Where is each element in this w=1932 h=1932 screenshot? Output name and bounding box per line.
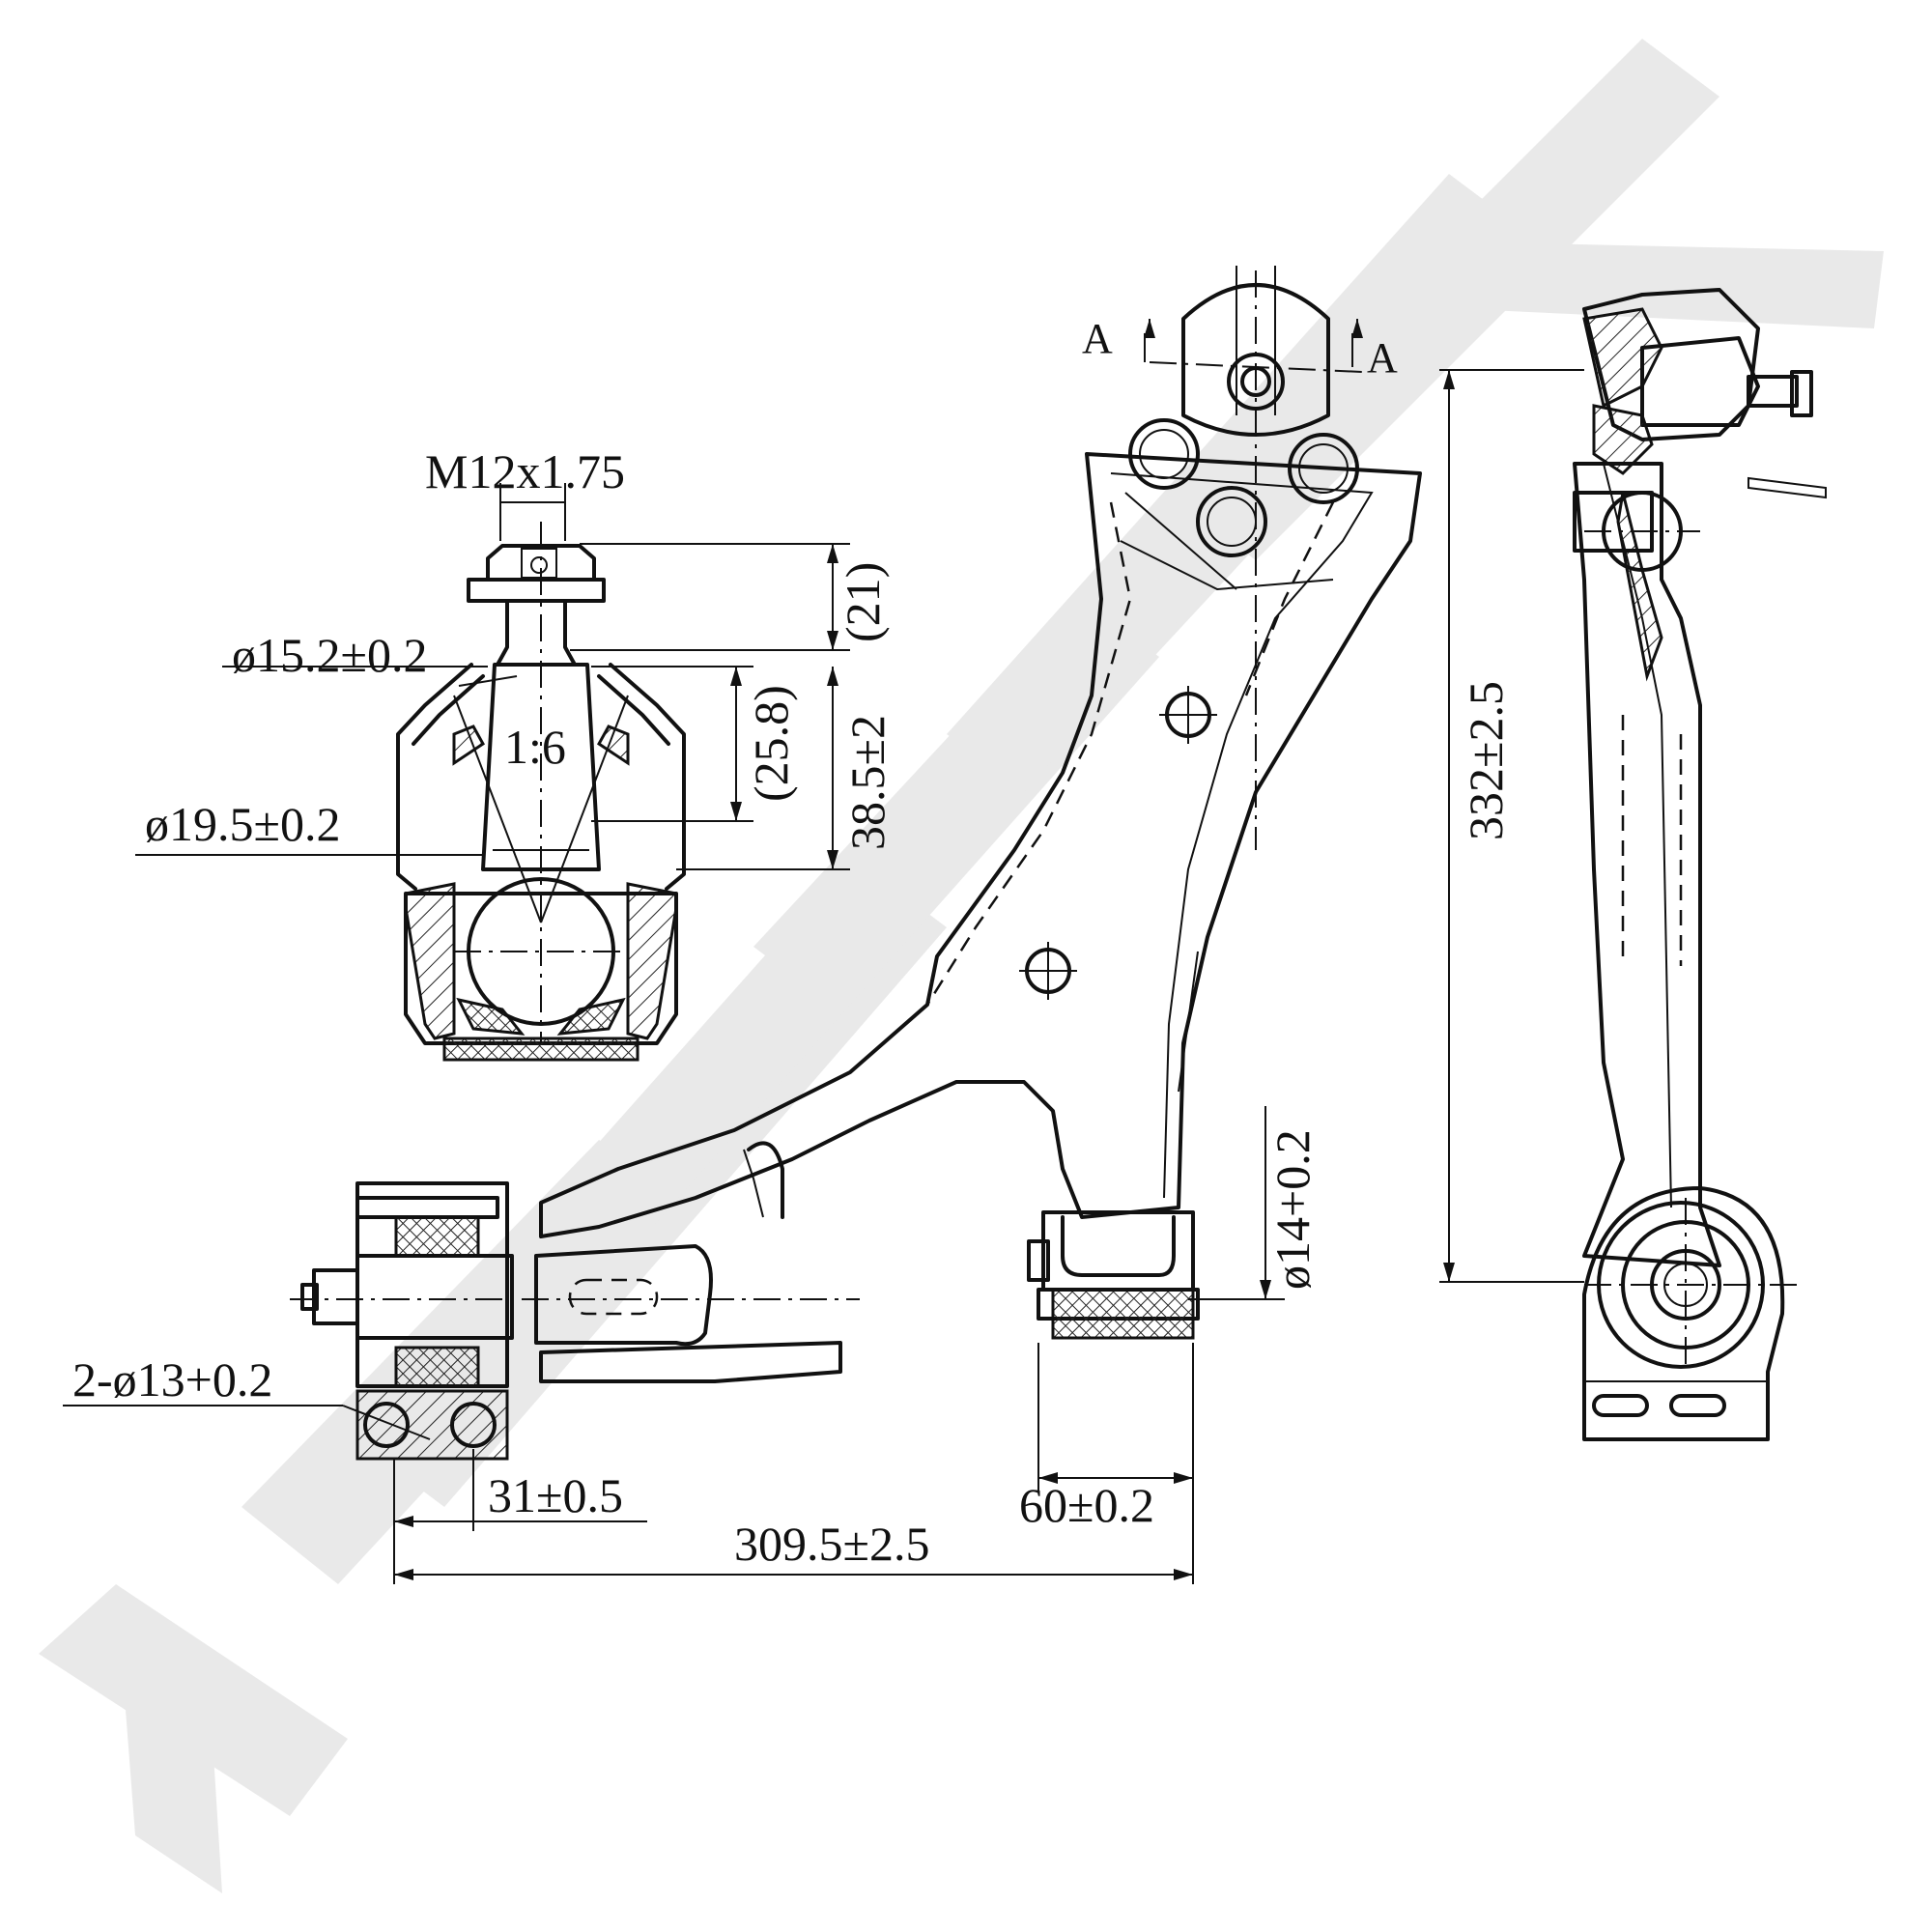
- front-bushing: [1027, 1210, 1285, 1340]
- dim-25-8-label: (25.8): [744, 685, 798, 802]
- side-view: [1573, 288, 1827, 1441]
- labels: M12x1.75 (21) 1:6 ø15.2±0.2 ø19.5±0.2 (2…: [72, 315, 1513, 1571]
- section-a-left: A: [1082, 315, 1113, 362]
- holes-label: 2-ø13+0.2: [72, 1352, 272, 1406]
- dim-31-label: 31±0.5: [488, 1468, 623, 1522]
- dim-38-5-label: 38.5±2: [840, 715, 895, 850]
- ball-joint-dimensions: [135, 483, 850, 870]
- thread-label: M12x1.75: [425, 444, 625, 498]
- dia-19-5-label: ø19.5±0.2: [145, 797, 340, 851]
- dim-332-label: 332±2.5: [1459, 681, 1513, 840]
- dim-21-label: (21): [836, 562, 890, 642]
- watermark-logo: [39, 39, 1884, 1893]
- dia-15-2-label: ø15.2±0.2: [232, 628, 427, 682]
- taper-label: 1:6: [504, 720, 566, 774]
- dimensions-side: [1439, 369, 1584, 1283]
- dimensions-main: [63, 1106, 1285, 1584]
- control-arm: [290, 266, 1422, 1383]
- ball-joint-section: [396, 522, 686, 1062]
- section-a-right: A: [1367, 334, 1398, 382]
- rear-bushing: [300, 1181, 514, 1461]
- dia-14-label: ø14+0.2: [1265, 1129, 1320, 1290]
- dim-60-label: 60±0.2: [1019, 1478, 1154, 1532]
- dim-309-5-label: 309.5±2.5: [734, 1517, 929, 1571]
